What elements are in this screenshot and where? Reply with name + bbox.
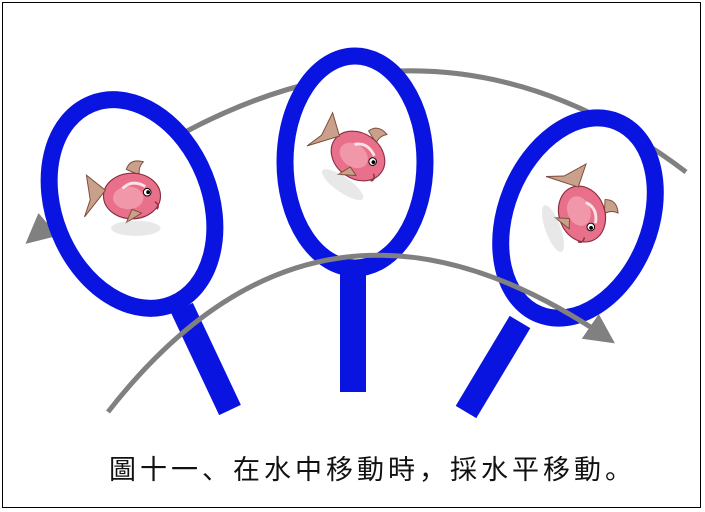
net-right: [466, 95, 684, 412]
net-handle: [340, 272, 366, 392]
net-handle: [466, 322, 520, 412]
figure-caption: 圖十一、在水中移動時，採水平移動。: [0, 448, 705, 487]
net-center: [285, 56, 425, 392]
net-handle: [182, 308, 230, 410]
net-left: [19, 75, 245, 410]
